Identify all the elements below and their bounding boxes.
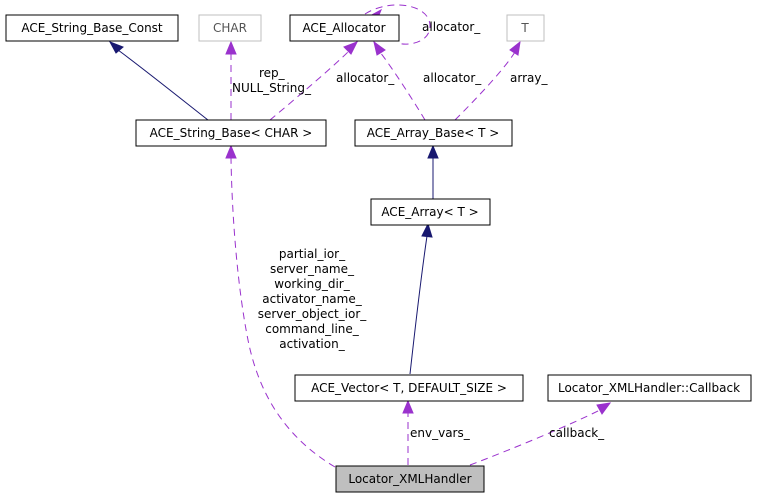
- node-locator-xmlhandler[interactable]: Locator_XMLHandler: [335, 465, 485, 493]
- node-t: T: [506, 14, 545, 42]
- edge-allocator-to-array-base: [379, 51, 426, 121]
- edge-label-array: array_: [510, 71, 548, 85]
- edge-label-rep: rep_: [259, 66, 286, 80]
- arrowhead-allocator-from-array: [373, 40, 386, 56]
- edge-label-activator-name: activator_name_: [262, 292, 362, 306]
- edge-label-server-object-ior: server_object_ior_: [258, 307, 368, 321]
- arrowhead-t: [509, 40, 521, 56]
- edge-label-activation: activation_: [279, 337, 345, 351]
- arrowhead-array-base: [427, 144, 439, 159]
- node-ace-string-base[interactable]: ACE_String_Base< CHAR >: [135, 119, 327, 147]
- node-label: T: [520, 21, 529, 35]
- node-label: ACE_Allocator: [302, 21, 385, 35]
- node-label: CHAR: [213, 21, 247, 35]
- node-locator-xmlhandler-callback[interactable]: Locator_XMLHandler::Callback: [547, 374, 752, 402]
- edge-label-null-string: NULL_String_: [232, 81, 312, 95]
- arrowhead-char: [225, 40, 237, 55]
- node-label: ACE_String_Base< CHAR >: [150, 126, 313, 140]
- edge-callback-to-handler: [469, 409, 601, 466]
- node-label: ACE_Array< T >: [381, 205, 478, 219]
- arrowhead-allocator-from-string: [343, 41, 359, 55]
- node-label: Locator_XMLHandler::Callback: [558, 381, 740, 395]
- node-label: ACE_Array_Base< T >: [367, 126, 500, 140]
- edge-allocator-self-loop: [364, 4, 431, 45]
- node-label: ACE_String_Base_Const: [21, 21, 163, 35]
- arrowhead-vector: [402, 399, 414, 414]
- edge-string-base-to-handler: [230, 157, 336, 468]
- arrowhead-string-base-const: [108, 41, 124, 54]
- edge-label-allocator-string: allocator_: [336, 71, 395, 85]
- arrowhead-string-base: [225, 144, 237, 159]
- arrowhead-callback: [596, 402, 612, 415]
- edge-label-partial-ior: partial_ior_: [279, 247, 346, 261]
- node-ace-vector[interactable]: ACE_Vector< T, DEFAULT_SIZE >: [294, 374, 524, 402]
- edge-string-base-inherits-const: [117, 49, 209, 121]
- node-ace-string-base-const[interactable]: ACE_String_Base_Const: [5, 14, 179, 42]
- node-ace-allocator[interactable]: ACE_Allocator: [289, 14, 400, 42]
- node-ace-array[interactable]: ACE_Array< T >: [370, 198, 491, 226]
- edge-label-working-dir: working_dir_: [274, 277, 350, 291]
- edge-allocator-to-string-base: [269, 49, 351, 121]
- edge-vector-inherits-array: [409, 235, 428, 375]
- edge-label-command-line: command_line_: [265, 322, 360, 336]
- node-char: CHAR: [198, 14, 262, 42]
- node-label: Locator_XMLHandler: [348, 472, 471, 486]
- arrowhead-array: [421, 222, 433, 238]
- edge-label-allocator-array: allocator_: [423, 71, 482, 85]
- edge-label-callback: callback_: [549, 426, 605, 440]
- edge-t-to-array-base: [454, 51, 516, 121]
- edge-label-server-name: server_name_: [270, 262, 355, 276]
- node-label: ACE_Vector< T, DEFAULT_SIZE >: [311, 381, 507, 395]
- edge-label-allocator-self: allocator_: [422, 20, 481, 34]
- node-ace-array-base[interactable]: ACE_Array_Base< T >: [354, 119, 513, 147]
- edge-label-env-vars: env_vars_: [410, 426, 471, 440]
